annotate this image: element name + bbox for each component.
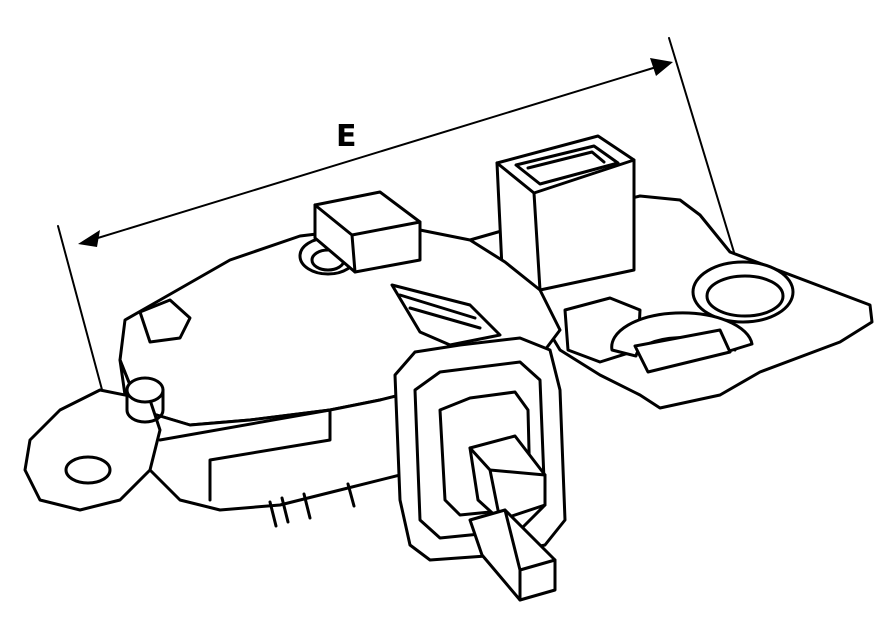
brush-upper	[468, 434, 547, 522]
left-ear-outline	[23, 388, 162, 512]
dimension-line	[87, 64, 664, 242]
terminal-pin-1	[280, 496, 290, 524]
mounting-hole-left	[64, 455, 112, 485]
ring-clip	[610, 311, 754, 374]
top-tab-edge	[313, 203, 422, 274]
arrowhead-left	[78, 230, 100, 247]
brush-guide-ribs	[398, 293, 482, 330]
extension-line-left	[57, 225, 109, 413]
left-mounting-ear	[23, 376, 165, 512]
rivet-head	[125, 376, 165, 404]
mounting-hole-right	[705, 274, 785, 318]
housing-notch	[138, 298, 192, 344]
housing-step-edge	[158, 408, 332, 502]
brush-lower-edge	[503, 508, 557, 602]
socket-opening	[514, 144, 620, 186]
ring-clip-tab	[633, 328, 732, 374]
terminal-pin-4	[346, 482, 356, 508]
dimension-label: E	[336, 119, 357, 154]
arrowhead-right	[650, 58, 673, 76]
rivet-body	[125, 388, 165, 424]
brush-holder	[393, 336, 567, 602]
terminal-pin-3	[302, 492, 312, 520]
socket-corner-edge	[532, 191, 542, 292]
terminal-pin-2	[268, 500, 278, 528]
socket-inner-edge	[526, 150, 606, 170]
connector-socket	[495, 134, 636, 292]
